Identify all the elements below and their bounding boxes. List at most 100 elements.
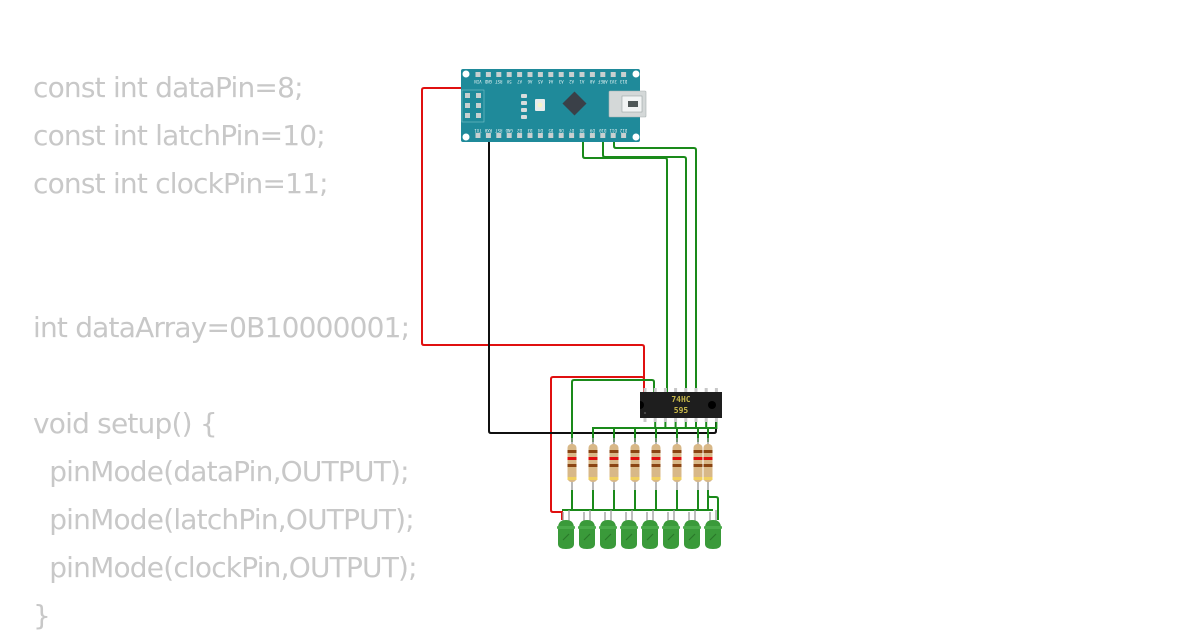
ic-pin[interactable] [704, 388, 708, 392]
ic-output-wire[interactable] [697, 422, 708, 442]
wire-q-top[interactable] [571, 379, 655, 442]
icsp-pins [465, 93, 481, 118]
board-pin[interactable] [610, 133, 616, 138]
pin-label: A0 [589, 79, 594, 84]
led-bus-wires [562, 490, 719, 520]
ic-pin[interactable] [694, 418, 698, 422]
chip-label-line2: 595 [674, 406, 689, 415]
wire-gnd[interactable] [488, 74, 717, 434]
ic-pin[interactable] [694, 388, 698, 392]
led[interactable] [557, 510, 575, 549]
resistor[interactable] [630, 438, 640, 490]
ic-output-wire[interactable] [655, 422, 687, 442]
board-pin[interactable] [496, 72, 502, 77]
ic-pin[interactable] [714, 418, 718, 422]
board-pin[interactable] [548, 72, 554, 77]
status-leds [521, 94, 527, 119]
ic-pin[interactable] [663, 388, 667, 392]
bottom-pin-header [475, 133, 627, 138]
pin-label: A6 [527, 79, 532, 84]
wire-d11-clock[interactable] [613, 140, 697, 392]
pin-label: D13 [619, 79, 627, 84]
led[interactable] [662, 510, 680, 549]
resistor[interactable] [609, 438, 619, 490]
usb-connector [608, 90, 647, 118]
ic-pin[interactable] [704, 418, 708, 422]
pin-label: D10 [599, 128, 607, 133]
led-last-wire[interactable] [707, 490, 719, 520]
ic-pin[interactable] [674, 388, 678, 392]
board-pin[interactable] [475, 72, 481, 77]
board-pin[interactable] [579, 72, 585, 77]
board-pin[interactable] [600, 133, 606, 138]
led[interactable] [578, 510, 596, 549]
board-pin[interactable] [485, 133, 491, 138]
board-pin[interactable] [527, 72, 533, 77]
board-pin[interactable] [506, 72, 512, 77]
chip-label-line1: 74HC [671, 395, 690, 404]
pin-label: D12 [619, 128, 627, 133]
resistor[interactable] [588, 438, 598, 490]
led[interactable] [620, 510, 638, 549]
pin-label: D9 [589, 128, 594, 133]
board-pin[interactable] [537, 133, 543, 138]
board-pin[interactable] [475, 133, 481, 138]
ic-pin[interactable] [663, 418, 667, 422]
code-line: void setup() { [33, 407, 218, 440]
board-pin[interactable] [589, 72, 595, 77]
board-pin[interactable] [600, 72, 606, 77]
board-pin[interactable] [621, 133, 627, 138]
board-pin[interactable] [548, 133, 554, 138]
ic-output-wires [592, 422, 718, 442]
ic-pin[interactable] [684, 388, 688, 392]
led[interactable] [641, 510, 659, 549]
led[interactable] [704, 510, 722, 549]
pin-label: GND [505, 128, 513, 133]
reset-button[interactable] [535, 99, 545, 111]
wire-d8-data[interactable] [582, 140, 668, 392]
board-pin[interactable] [589, 133, 595, 138]
board-pin[interactable] [610, 72, 616, 77]
wire-led-power[interactable] [550, 376, 645, 520]
shift-register-74hc595[interactable]: 74HC 595 [640, 388, 722, 422]
board-pin[interactable] [579, 133, 585, 138]
board-pin[interactable] [485, 72, 491, 77]
resistor[interactable] [703, 438, 713, 490]
ic-pin[interactable] [684, 418, 688, 422]
board-pin[interactable] [537, 72, 543, 77]
resistor[interactable] [567, 438, 577, 490]
pin-label: A5 [537, 79, 542, 84]
resistor[interactable] [693, 438, 703, 490]
board-pin[interactable] [621, 72, 627, 77]
pin-label: D8 [579, 128, 584, 133]
board-pin[interactable] [569, 133, 575, 138]
board-pin[interactable] [517, 72, 523, 77]
ic-pin[interactable] [653, 418, 657, 422]
resistor[interactable] [651, 438, 661, 490]
ic-pin[interactable] [653, 388, 657, 392]
wire-d10-latch[interactable] [602, 140, 687, 392]
ic-pin[interactable] [714, 388, 718, 392]
pin-label: A2 [569, 79, 574, 84]
board-pin[interactable] [517, 133, 523, 138]
ic-pin[interactable] [643, 388, 647, 392]
resistor[interactable] [672, 438, 682, 490]
board-pin[interactable] [558, 133, 564, 138]
ic-output-wire[interactable] [676, 422, 697, 442]
pin-label: D2 [517, 128, 522, 133]
board-pin[interactable] [496, 133, 502, 138]
led[interactable] [599, 510, 617, 549]
board-pin[interactable] [506, 133, 512, 138]
board-pin[interactable] [558, 72, 564, 77]
board-pin[interactable] [569, 72, 575, 77]
ic-pins [643, 388, 718, 422]
pin-label: A3 [558, 79, 563, 84]
ic-pin[interactable] [674, 418, 678, 422]
board-pin[interactable] [527, 133, 533, 138]
led-array [557, 510, 722, 549]
led[interactable] [683, 510, 701, 549]
ic-output-wire[interactable] [707, 422, 718, 442]
ic-pin[interactable] [643, 418, 647, 422]
pin-label: RX0 [484, 128, 492, 133]
